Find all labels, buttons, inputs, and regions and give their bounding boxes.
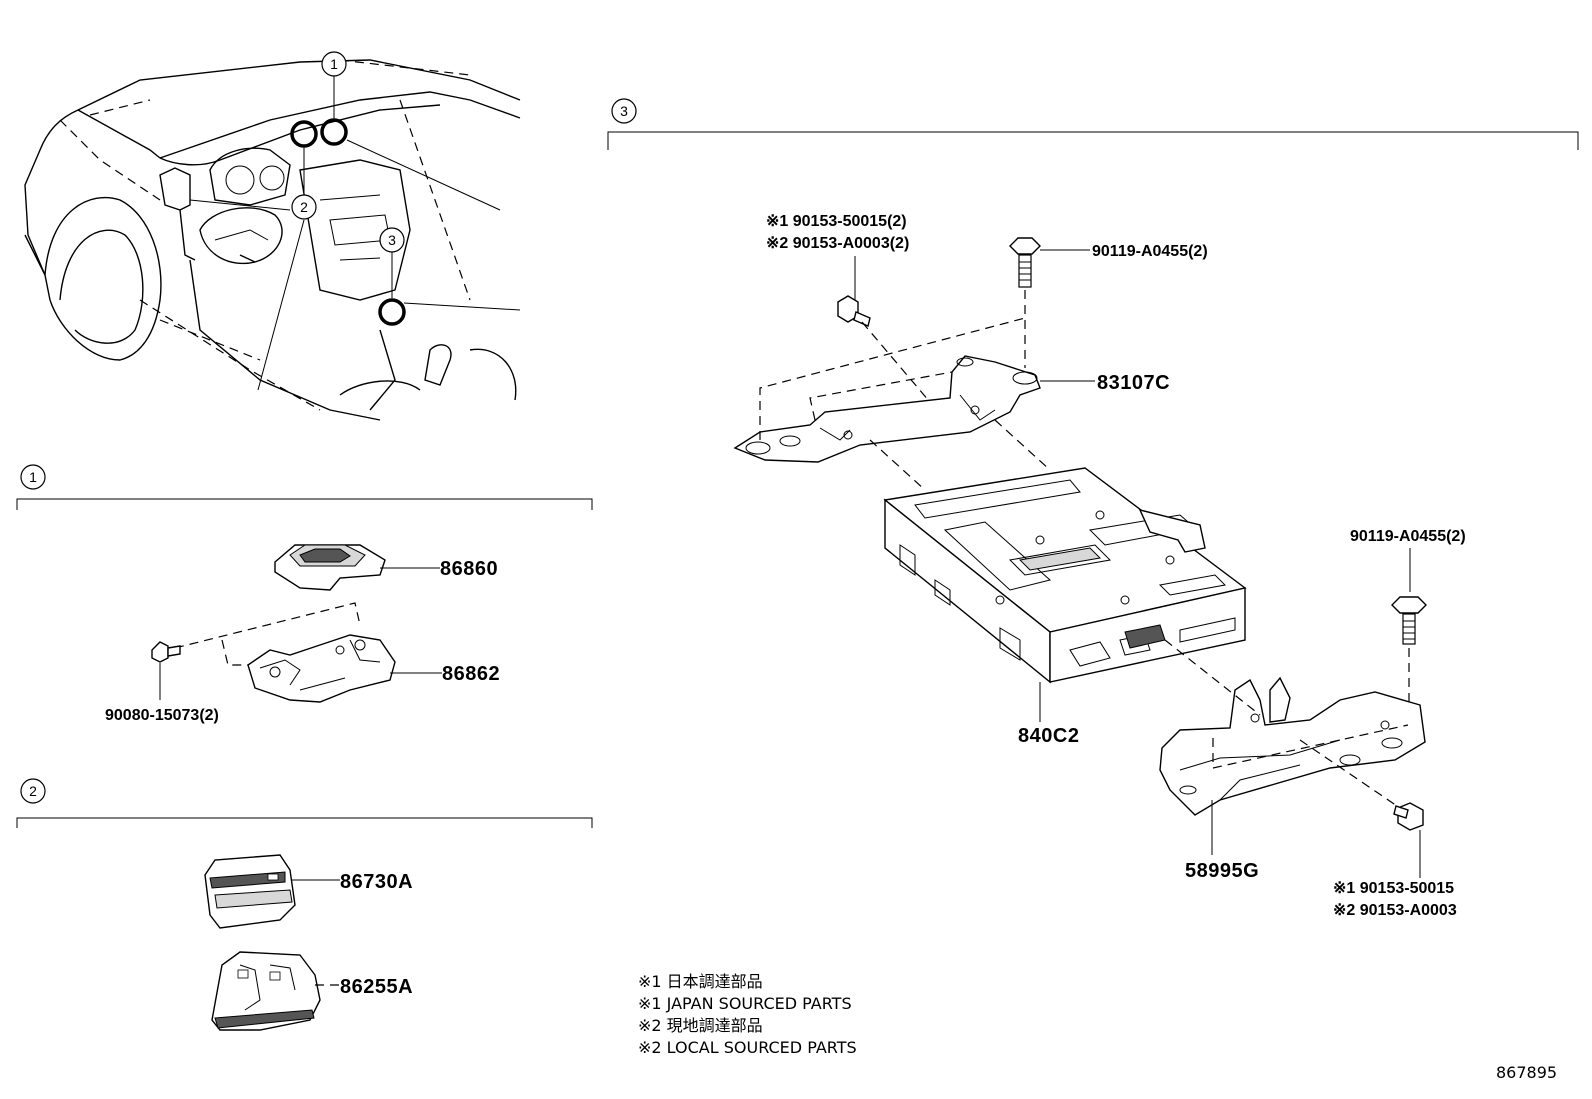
part-86730A-unit[interactable] xyxy=(204,854,296,929)
section-2: 2 86730A 86255A xyxy=(16,778,593,1031)
label-90119-A0455-top: 90119-A0455(2) xyxy=(1092,243,1208,260)
label-90080-15073: 90080-15073(2) xyxy=(105,707,219,724)
section-1-marker[interactable]: 1 xyxy=(20,464,46,490)
vehicle-interior-overview: 1 2 3 xyxy=(24,51,521,421)
label-86862: 86862 xyxy=(442,663,500,685)
part-86862-bracket[interactable] xyxy=(247,634,396,703)
svg-text:3: 3 xyxy=(620,103,628,119)
label-83107C: 83107C xyxy=(1097,372,1170,394)
overview-callout-3[interactable]: 3 xyxy=(379,227,405,253)
part-83107C-bracket[interactable] xyxy=(733,355,1041,463)
note-1-jp: ※1 日本調達部品 xyxy=(638,972,763,991)
label-86860: 86860 xyxy=(440,558,498,580)
section-3: 3 ※1 90153-50015(2) ※2 90153-A0003(2) 90… xyxy=(607,98,1579,919)
part-58995G-bracket[interactable] xyxy=(1159,676,1426,816)
label-86255A: 86255A xyxy=(340,976,413,998)
part-840C2-ecu[interactable] xyxy=(883,467,1247,684)
label-90153-50015-2: ※1 90153-50015(2) xyxy=(766,213,907,230)
sourcing-notes: ※1 日本調達部品 ※1 JAPAN SOURCED PARTS ※2 現地調達… xyxy=(638,972,857,1057)
svg-text:1: 1 xyxy=(330,56,338,72)
location-ring-3 xyxy=(378,298,406,326)
label-90153-A0003-2: ※2 90153-A0003(2) xyxy=(766,235,909,252)
svg-text:2: 2 xyxy=(29,783,37,799)
note-1-en: ※1 JAPAN SOURCED PARTS xyxy=(638,994,852,1013)
location-ring-2 xyxy=(290,120,318,148)
overview-callout-2[interactable]: 2 xyxy=(291,194,317,220)
bolt-90119-top-icon[interactable] xyxy=(1009,237,1041,288)
svg-text:2: 2 xyxy=(300,199,308,215)
label-840C2: 840C2 xyxy=(1018,725,1079,747)
overview-callout-1[interactable]: 1 xyxy=(321,51,347,77)
section-3-bracket xyxy=(607,131,1579,150)
note-2-en: ※2 LOCAL SOURCED PARTS xyxy=(638,1038,857,1057)
label-58995G: 58995G xyxy=(1185,860,1259,882)
section-1: 1 86860 86862 90080-1 xyxy=(16,464,593,724)
bolt-90153-bottom-icon[interactable] xyxy=(1393,802,1424,831)
section-2-marker[interactable]: 2 xyxy=(20,778,46,804)
location-ring-1 xyxy=(320,118,348,146)
section-2-bracket xyxy=(16,817,593,828)
label-90153-50015: ※1 90153-50015 xyxy=(1333,880,1454,897)
label-90119-A0455-right: 90119-A0455(2) xyxy=(1350,528,1466,545)
section-1-bracket xyxy=(16,498,593,510)
note-2-jp: ※2 現地調達部品 xyxy=(638,1016,763,1035)
bolt-90153-top-icon[interactable] xyxy=(837,295,871,327)
bolt-90119-right-icon[interactable] xyxy=(1391,596,1427,645)
diagram-id: 867895 xyxy=(1496,1063,1557,1082)
section-3-marker[interactable]: 3 xyxy=(611,98,637,124)
bolt-90080-icon[interactable] xyxy=(151,641,181,663)
part-86860-module[interactable] xyxy=(274,544,386,591)
label-90153-A0003: ※2 90153-A0003 xyxy=(1333,902,1457,919)
svg-text:1: 1 xyxy=(29,469,37,485)
label-86730A: 86730A xyxy=(340,871,413,893)
part-86255A-unit[interactable] xyxy=(211,951,321,1031)
svg-text:3: 3 xyxy=(388,232,396,248)
